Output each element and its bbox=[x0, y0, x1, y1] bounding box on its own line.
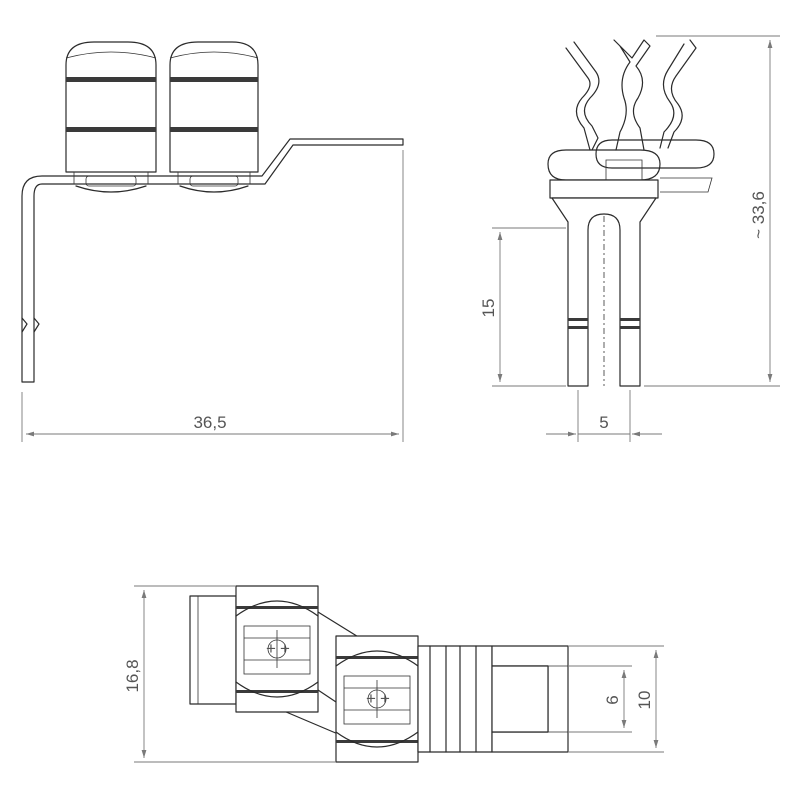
top-view: + + + + bbox=[123, 585, 664, 763]
side-view: 15 ~ 33,6 5 bbox=[479, 35, 780, 442]
lower-plus-mark-2: + bbox=[380, 689, 390, 708]
width-dimension-label: 36,5 bbox=[193, 413, 226, 432]
leg-length-label: 15 bbox=[479, 299, 498, 318]
side-clip-loop-right bbox=[595, 139, 715, 169]
front-bracket bbox=[21, 138, 404, 383]
front-view: 36,5 bbox=[21, 41, 404, 442]
lower-plus-mark: + bbox=[366, 689, 376, 708]
pitch-label: 5 bbox=[599, 413, 608, 432]
inner-width-label: 6 bbox=[603, 695, 622, 704]
upper-plus-mark-2: + bbox=[280, 639, 290, 658]
depth-label: 16,8 bbox=[123, 659, 142, 692]
side-housing bbox=[549, 179, 659, 199]
top-contact-upper: + + bbox=[235, 585, 319, 713]
outer-width-label: 10 bbox=[635, 691, 654, 710]
side-spring-right bbox=[659, 39, 697, 149]
top-ribbed-tab bbox=[417, 645, 569, 753]
front-contact-right bbox=[169, 41, 259, 193]
top-rear-plate bbox=[189, 595, 237, 705]
side-spring-middle bbox=[613, 39, 651, 151]
side-clip-loop-left bbox=[547, 149, 661, 181]
side-spring-left bbox=[565, 41, 600, 151]
front-contact-left bbox=[65, 41, 157, 193]
height-label: ~ 33,6 bbox=[749, 191, 768, 239]
top-contact-lower: + + bbox=[335, 635, 419, 763]
side-fork bbox=[551, 197, 657, 387]
upper-plus-mark: + bbox=[266, 639, 276, 658]
bracket-notch bbox=[21, 317, 28, 333]
bracket-notch-inner bbox=[33, 317, 40, 333]
